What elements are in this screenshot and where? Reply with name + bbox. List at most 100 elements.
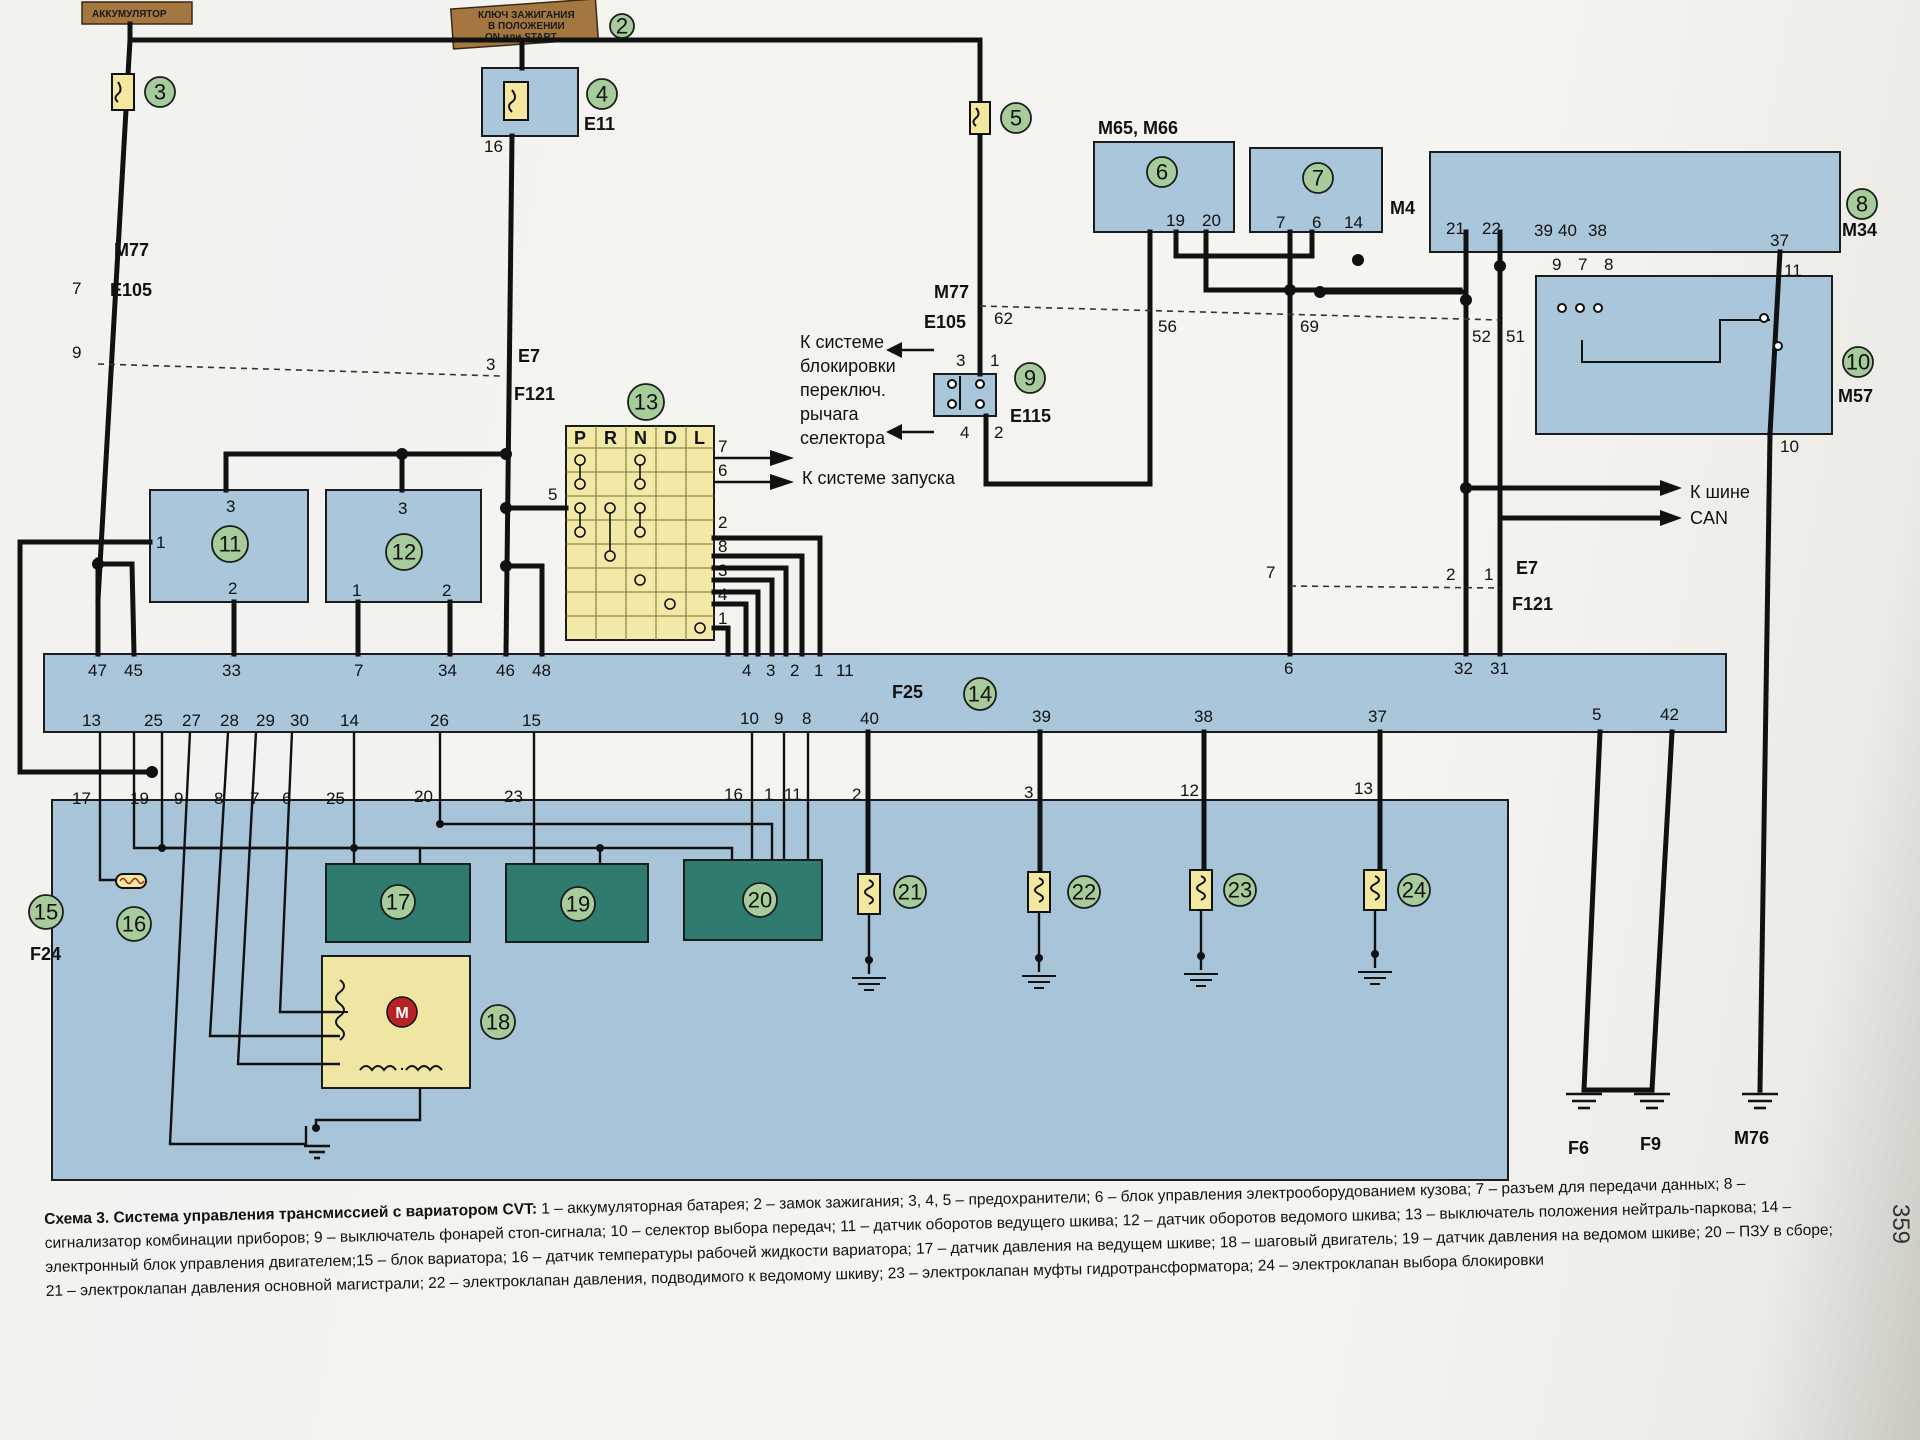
svg-text:9: 9	[72, 343, 81, 362]
svg-text:КЛЮЧ ЗАЖИГАНИЯ: КЛЮЧ ЗАЖИГАНИЯ	[478, 10, 575, 21]
svg-text:14: 14	[1344, 213, 1363, 232]
svg-text:рычага: рычага	[800, 404, 860, 424]
svg-text:4: 4	[742, 661, 751, 680]
pin-numbers: 7 9 3 16 62 3 1 4 2 19 20 7 6 14 21 22 3…	[72, 137, 1802, 808]
svg-text:5: 5	[548, 485, 557, 504]
svg-text:блокировки: блокировки	[800, 356, 896, 376]
svg-text:M4: M4	[1390, 198, 1415, 218]
svg-text:37: 37	[1770, 231, 1789, 250]
svg-text:селектора: селектора	[800, 428, 886, 448]
svg-text:M76: M76	[1734, 1128, 1769, 1148]
svg-text:4: 4	[596, 82, 608, 107]
svg-text:1: 1	[764, 785, 773, 804]
solenoid-23-icon	[1184, 869, 1218, 987]
svg-text:R: R	[604, 428, 617, 448]
svg-text:28: 28	[220, 711, 239, 730]
svg-text:11: 11	[219, 532, 242, 557]
svg-text:3: 3	[718, 561, 727, 580]
svg-text:16: 16	[484, 137, 503, 156]
switch-contacts-icon	[947, 376, 985, 410]
svg-text:8: 8	[1856, 192, 1868, 217]
svg-text:M77: M77	[934, 282, 969, 302]
svg-text:К системе запуска: К системе запуска	[802, 468, 956, 488]
svg-text:39: 39	[1032, 707, 1051, 726]
svg-text:3: 3	[154, 80, 166, 105]
svg-text:14: 14	[968, 682, 992, 707]
svg-text:3: 3	[1024, 783, 1033, 802]
svg-text:8: 8	[802, 709, 811, 728]
svg-text:переключ.: переключ.	[800, 380, 886, 400]
svg-text:1: 1	[990, 351, 999, 370]
fuse-box-e11	[481, 67, 579, 137]
svg-text:18: 18	[486, 1010, 510, 1035]
svg-text:62: 62	[994, 309, 1013, 328]
svg-text:7: 7	[72, 279, 81, 298]
svg-text:2: 2	[442, 581, 451, 600]
destination-labels: К системе блокировки переключ. рычага се…	[800, 332, 1750, 528]
svg-text:7: 7	[354, 661, 363, 680]
svg-text:6: 6	[282, 789, 291, 808]
solenoid-21-icon	[852, 873, 886, 991]
svg-text:M77: M77	[114, 240, 149, 260]
svg-text:26: 26	[430, 711, 449, 730]
svg-text:7: 7	[1266, 563, 1275, 582]
step-motor-coils-icon	[335, 979, 443, 1072]
svg-text:51: 51	[1506, 327, 1525, 346]
svg-text:11: 11	[1784, 261, 1802, 280]
solenoid-22-icon	[1022, 871, 1056, 989]
svg-text:23: 23	[504, 787, 523, 806]
svg-text:F121: F121	[1512, 594, 1553, 614]
svg-text:В ПОЛОЖЕНИИ: В ПОЛОЖЕНИИ	[488, 21, 565, 32]
svg-text:6: 6	[1284, 659, 1293, 678]
svg-text:13: 13	[634, 390, 658, 415]
svg-text:15: 15	[34, 900, 58, 925]
svg-text:38: 38	[1194, 707, 1213, 726]
neutral-park-switch-grid: P R N D L	[565, 425, 715, 641]
svg-text:31: 31	[1490, 659, 1509, 678]
svg-text:56: 56	[1158, 317, 1177, 336]
svg-text:E115: E115	[1010, 406, 1051, 426]
svg-text:3: 3	[226, 497, 235, 516]
ground-wires	[865, 729, 1675, 1093]
svg-text:6: 6	[1156, 160, 1168, 185]
fuse-5-icon	[969, 101, 991, 135]
svg-text:39: 39	[1534, 221, 1553, 240]
svg-text:2: 2	[718, 513, 727, 532]
svg-text:69: 69	[1300, 317, 1319, 336]
svg-text:L: L	[694, 428, 705, 448]
svg-text:F121: F121	[514, 384, 555, 404]
svg-text:34: 34	[438, 661, 457, 680]
svg-text:1: 1	[814, 661, 823, 680]
svg-text:7: 7	[1312, 166, 1324, 191]
stoplight-switch-block	[933, 373, 997, 417]
svg-text:7: 7	[1578, 255, 1587, 274]
selector-contacts-icon	[1557, 303, 1783, 363]
svg-text:2: 2	[228, 579, 237, 598]
svg-text:17: 17	[386, 890, 410, 915]
svg-text:3: 3	[486, 355, 495, 374]
svg-text:E11: E11	[584, 114, 615, 134]
svg-text:8: 8	[1604, 255, 1613, 274]
fuse-4-icon	[503, 81, 529, 121]
svg-text:11: 11	[836, 661, 854, 680]
svg-text:E105: E105	[924, 312, 966, 332]
svg-text:8: 8	[718, 537, 727, 556]
svg-text:9: 9	[174, 789, 183, 808]
svg-text:42: 42	[1660, 705, 1679, 724]
svg-text:M57: M57	[1838, 386, 1873, 406]
svg-text:E7: E7	[518, 346, 540, 366]
ecu-wires	[17, 451, 823, 775]
svg-text:6: 6	[1312, 213, 1321, 232]
svg-text:7: 7	[1276, 213, 1285, 232]
callout-circles: 2 3 4 5 6 7 8 9 10 11 12 13 14 15 16 17 …	[28, 13, 1878, 1040]
svg-text:22: 22	[1072, 880, 1096, 905]
svg-text:14: 14	[340, 711, 359, 730]
svg-text:12: 12	[392, 540, 416, 565]
svg-text:3: 3	[956, 351, 965, 370]
junction-dots	[92, 254, 1506, 1132]
svg-text:E105: E105	[110, 280, 152, 300]
svg-text:4: 4	[960, 423, 969, 442]
svg-text:1: 1	[1484, 565, 1493, 584]
